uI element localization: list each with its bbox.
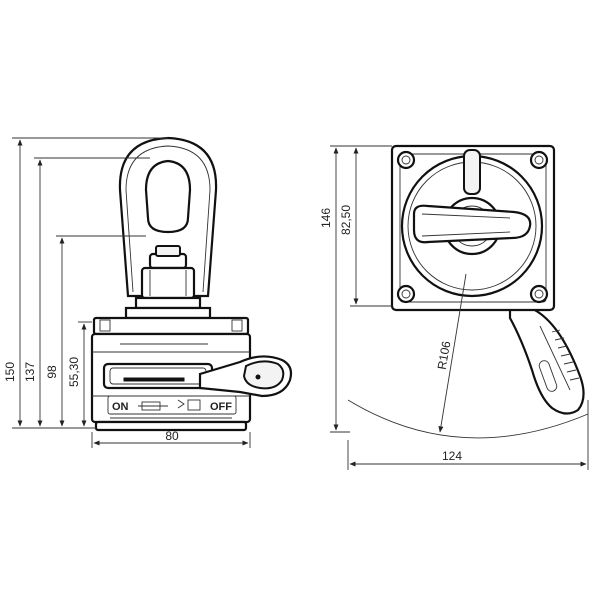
dim-top-width-overall: 124 bbox=[442, 449, 462, 463]
corner-bolts bbox=[396, 150, 549, 304]
swivel-nut bbox=[124, 245, 212, 320]
side-view: ON OFF 150 137 98 bbox=[3, 136, 293, 448]
dim-width: 80 bbox=[165, 429, 179, 443]
dim-height-to-eye: 137 bbox=[23, 362, 37, 382]
dim-top-height-to-center: 82,50 bbox=[339, 205, 353, 235]
rotary-handle bbox=[508, 302, 585, 415]
top-view-body bbox=[390, 144, 556, 312]
switch-handle bbox=[102, 355, 293, 398]
dim-height-to-thread: 98 bbox=[45, 365, 59, 379]
dim-handle-radius: R106 bbox=[435, 340, 454, 371]
side-view-dimensions: 150 137 98 55,30 80 bbox=[3, 137, 251, 448]
dim-height-to-handle: 55,30 bbox=[67, 357, 81, 387]
switch-off-label: OFF bbox=[210, 401, 232, 413]
switch-on-label: ON bbox=[112, 401, 129, 413]
lifting-eye bbox=[118, 136, 218, 298]
top-view: 146 82,50 R106 124 bbox=[319, 144, 589, 470]
dim-top-height-overall: 146 bbox=[319, 208, 333, 228]
on-off-plate: ON OFF bbox=[107, 395, 237, 415]
dim-height-overall: 150 bbox=[3, 362, 17, 382]
top-view-dimensions: 146 82,50 R106 124 bbox=[319, 145, 589, 470]
